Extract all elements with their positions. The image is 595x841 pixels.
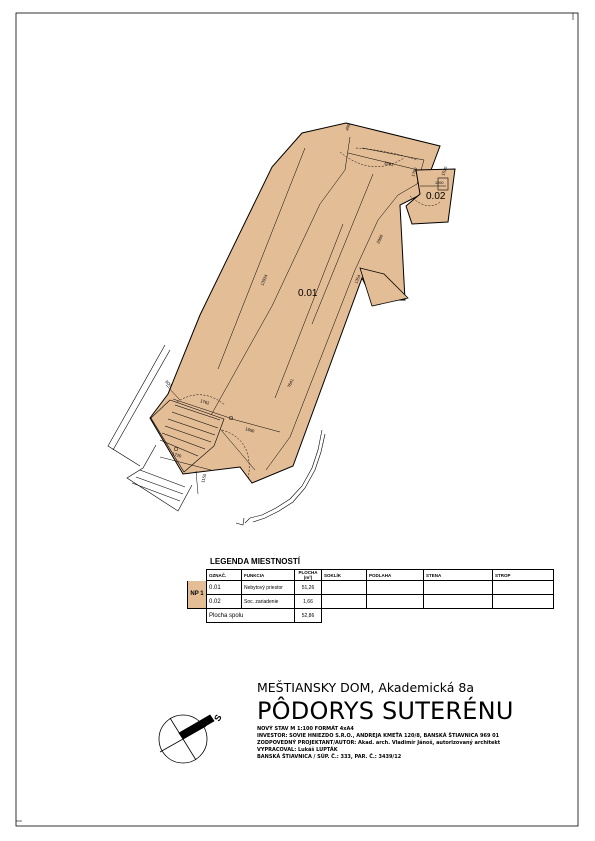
legend-total-row: Plocha spolu 52,86 bbox=[188, 608, 554, 623]
legend-title: LEGENDA MIESTNOSTÍ bbox=[210, 557, 300, 566]
legend-row: NP 1 0.01 Nebytový priestor 51,26 bbox=[187, 580, 554, 609]
dimension-label: 3261 bbox=[384, 160, 395, 167]
dimension-label: 13934 bbox=[259, 273, 268, 286]
dimension-marker bbox=[228, 415, 234, 421]
dimension-label: 1650 bbox=[245, 426, 256, 434]
dimension-label: 2980 bbox=[375, 233, 384, 244]
north-arrow-letter: S bbox=[212, 713, 224, 723]
dimension-label: 400 bbox=[344, 122, 351, 131]
legend-col-strop: STROP bbox=[492, 569, 554, 581]
legend-corner bbox=[188, 609, 207, 623]
dimension-label: 1720 bbox=[172, 451, 183, 459]
dimension-label: 600 bbox=[164, 379, 173, 388]
legend-floor-label: NP 1 bbox=[187, 580, 207, 609]
legend-cell-empty bbox=[492, 580, 554, 595]
title-block-line: INVESTOR: SOVIE HNIEZDO S.R.O., ANDREJA … bbox=[257, 733, 500, 739]
legend-total-label: Plocha spolu bbox=[206, 608, 295, 623]
title-block-line: ZODPOVEDNÝ PROJEKTANT/AUTOR: Akad. arch.… bbox=[257, 740, 501, 746]
title-block-line: BANSKÁ ŠTIAVNICA / SÚP. Č.: 333, PAR. Č.… bbox=[257, 754, 402, 760]
dimension-label: 1510 bbox=[440, 165, 448, 176]
room-label-0-02: 0.02 bbox=[426, 191, 446, 202]
dimension-lines bbox=[159, 147, 419, 495]
dimension-label: 1354 bbox=[353, 273, 362, 284]
legend-cell-empty bbox=[492, 594, 554, 609]
dimension-label: 7641 bbox=[286, 377, 295, 388]
staircase bbox=[126, 399, 225, 512]
legend-room-id: 0.02 bbox=[206, 594, 242, 609]
legend-cell-empty bbox=[423, 594, 493, 609]
legend-col-plocha-unit: (m²) bbox=[303, 575, 313, 580]
legend-room-id: 0.01 bbox=[206, 580, 242, 595]
legend-col-plocha-label: PLOCHA bbox=[298, 570, 318, 575]
room-legend-table: OZNAČ. FUNKCIA PLOCHA (m²) SOKLÍK PODLAH… bbox=[187, 569, 554, 623]
legend-room-area: 1,66 bbox=[294, 594, 322, 609]
dimension-label: 1700 bbox=[410, 166, 418, 177]
legend-col-plocha: PLOCHA (m²) bbox=[294, 569, 322, 581]
door-swings bbox=[173, 147, 441, 481]
legend-room-area: 51,26 bbox=[294, 580, 322, 595]
legend-col-podlaha: PODLAHA bbox=[366, 569, 424, 581]
legend-col-sokel: SOKLÍK bbox=[321, 569, 367, 581]
drawing-title: PÔDORYS SUTERÉNU bbox=[257, 697, 514, 725]
legend-row: 0.02 Soc. zariadenie 1,66 bbox=[188, 594, 554, 609]
project-subtitle: MEŠTIANSKY DOM, Akademická 8a bbox=[257, 680, 474, 695]
legend-header-row: OZNAČ. FUNKCIA PLOCHA (m²) SOKLÍK PODLAH… bbox=[188, 569, 554, 581]
legend-cell-empty bbox=[366, 580, 424, 595]
dimension-marker bbox=[173, 446, 179, 452]
legend-room-function: Soc. zariadenie bbox=[241, 594, 295, 609]
legend-cell-empty bbox=[321, 580, 367, 595]
title-block-line: VYPRACOVAL: Lukáš LUPTÁK bbox=[257, 747, 338, 753]
site-context-lines bbox=[107, 344, 326, 526]
legend-corner bbox=[188, 570, 207, 581]
legend-cell-empty bbox=[366, 594, 424, 609]
north-arrow bbox=[158, 714, 215, 764]
legend-col-stena: STENA bbox=[423, 569, 493, 581]
room-0-02[interactable] bbox=[405, 168, 456, 225]
legend-room-function: Nebytový priestor bbox=[241, 580, 295, 595]
legend-cell-empty bbox=[423, 580, 493, 595]
title-block: MEŠTIANSKY DOM, Akademická 8a PÔDORYS SU… bbox=[257, 680, 557, 761]
dimension-label: 1150 bbox=[200, 473, 207, 484]
room-label-0-01: 0.01 bbox=[298, 288, 318, 299]
dimension-label: 1200 bbox=[435, 181, 443, 185]
title-block-line: NOVÝ STAV M 1:100 FORMÁT 4xA4 bbox=[257, 726, 354, 732]
sheet-frame bbox=[15, 12, 579, 827]
legend-col-funkcia: FUNKCIA bbox=[241, 569, 295, 581]
wall-projection bbox=[359, 267, 409, 307]
dimension-label: 1761 bbox=[200, 398, 211, 406]
legend-total-value: 52,86 bbox=[294, 608, 322, 623]
legend-cell-empty bbox=[321, 594, 367, 609]
legend-col-ozn: OZNAČ. bbox=[206, 569, 242, 581]
